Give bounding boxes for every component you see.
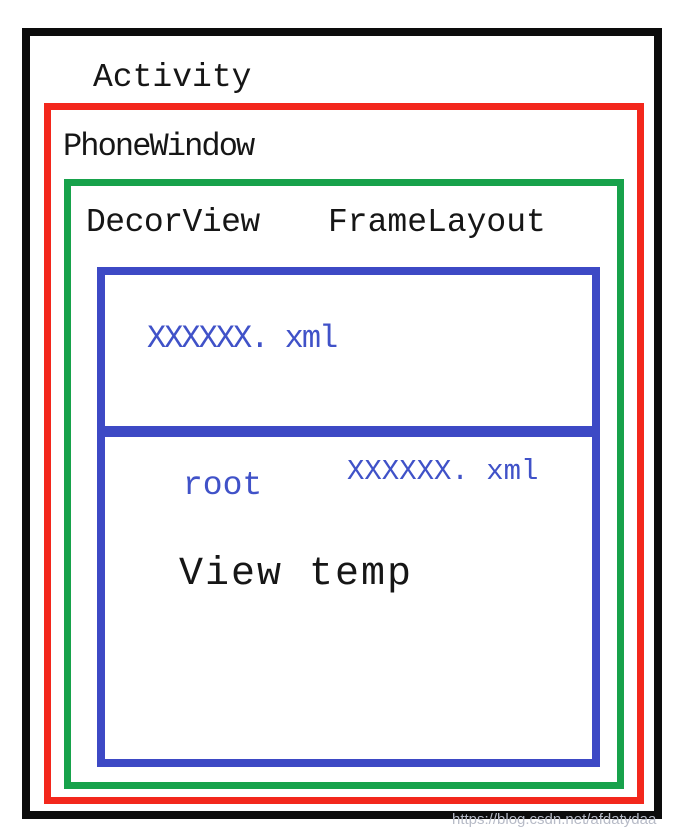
- content-area-box: [97, 426, 600, 767]
- decor-view-box: [64, 179, 624, 789]
- activity-label: Activity: [93, 59, 252, 96]
- phone-window-box: [44, 103, 644, 804]
- view-temp-label: View temp: [179, 552, 414, 597]
- csdn-watermark: https://blog.csdn.net/afdatydaa: [452, 811, 657, 828]
- content-xml-label: XXXXXX. xml: [347, 455, 539, 488]
- frame-layout-label: FrameLayout: [328, 204, 546, 241]
- title-area-xml-label: XXXXXX. xml: [147, 320, 338, 357]
- activity-box: [22, 28, 662, 819]
- content-root-label: root: [183, 467, 263, 504]
- decor-view-label: DecorView: [86, 204, 260, 241]
- phone-window-label: PhoneWindow: [63, 128, 255, 165]
